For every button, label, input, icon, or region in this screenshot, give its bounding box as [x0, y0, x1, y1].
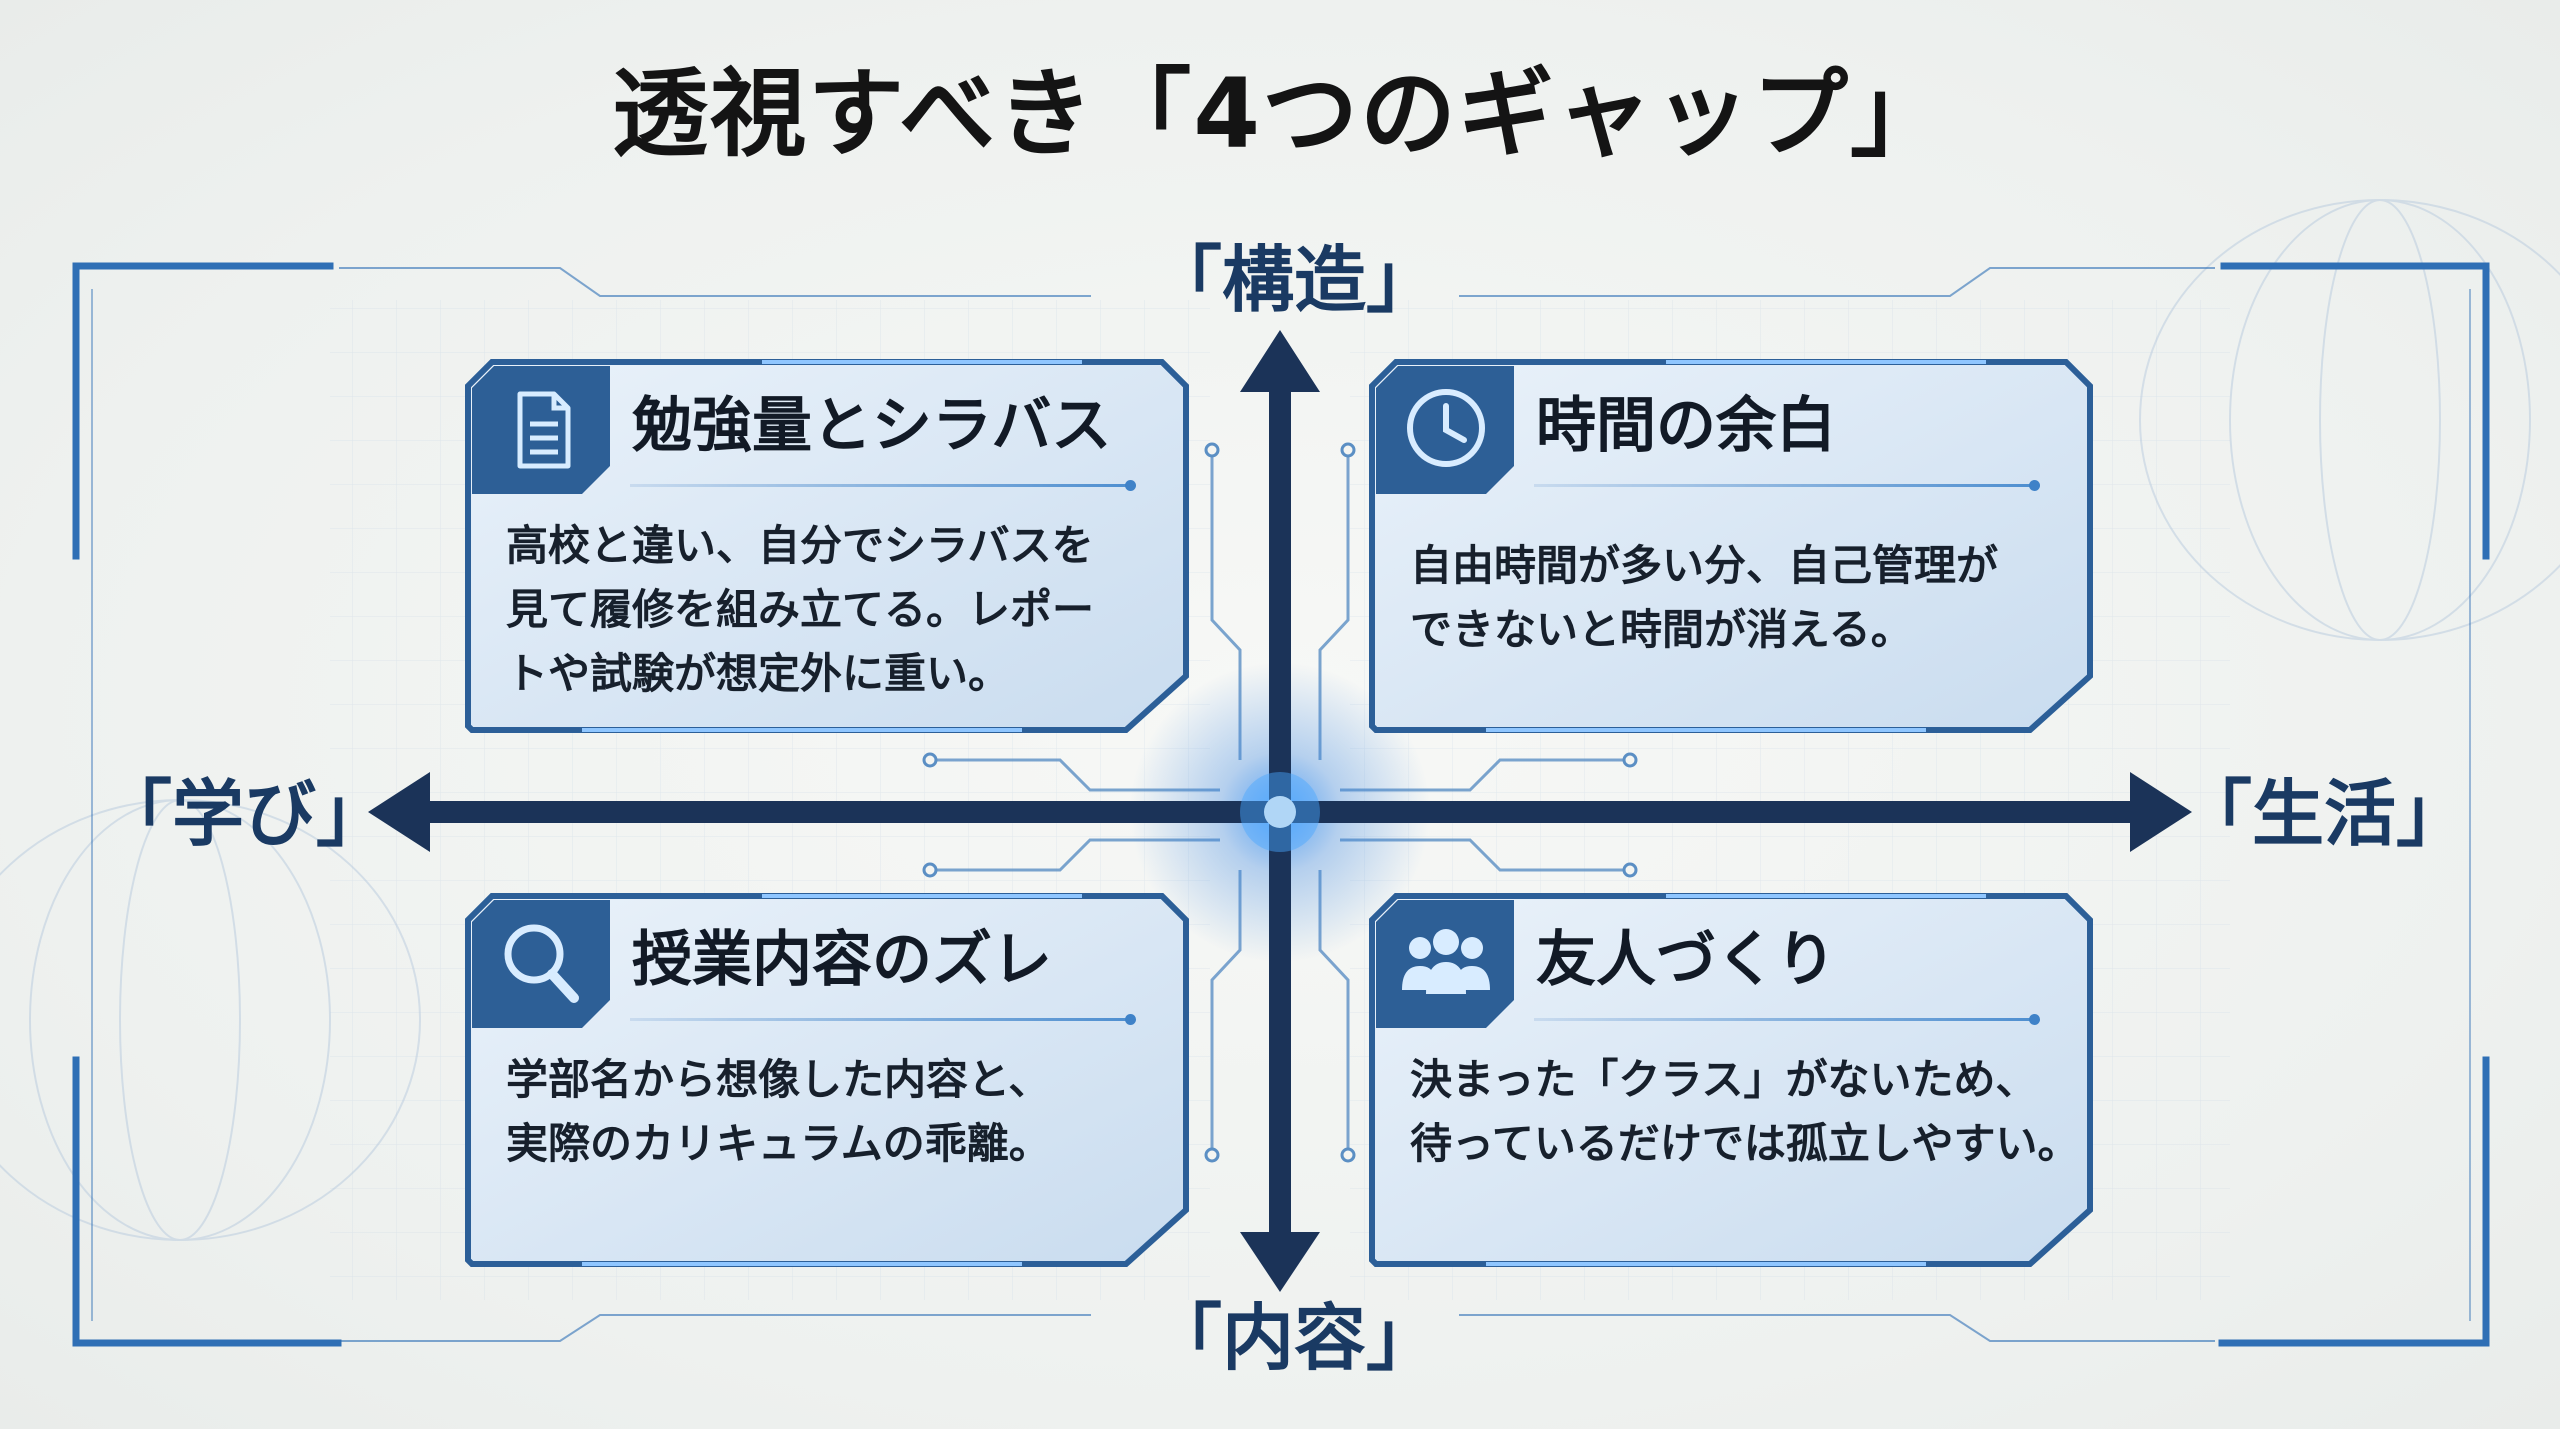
card-body-line: 待っているだけでは孤立しやすい。	[1410, 1119, 2080, 1168]
card-divider	[630, 480, 1136, 491]
card-body-line: 自由時間が多い分、自己管理が	[1410, 541, 1999, 590]
gap-card-study: 勉強量とシラバス 高校と違い、自分でシラバスを 見て履修を組み立てる。レポー ト…	[462, 356, 1192, 736]
axis-label-bottom: 「内容」	[1150, 1296, 1439, 1380]
axis-arrowhead-down	[1240, 1232, 1320, 1292]
card-frame	[465, 359, 1189, 733]
card-body-line: できないと時間が消える。	[1410, 605, 1913, 654]
card-body: 学部名から想像した内容と、 実際のカリキュラムの乖離。	[506, 1048, 1156, 1176]
card-title: 友人づくり	[1536, 925, 1836, 995]
gap-card-content: 授業内容のズレ 学部名から想像した内容と、 実際のカリキュラムの乖離。	[462, 890, 1192, 1270]
clock-icon	[1376, 366, 1514, 494]
card-frame	[1369, 893, 2093, 1267]
card-divider	[630, 1014, 1136, 1025]
card-title: 授業内容のズレ	[632, 925, 1052, 995]
card-body: 高校と違い、自分でシラバスを 見て履修を組み立てる。レポー トや試験が想定外に重…	[506, 514, 1156, 706]
card-divider	[1534, 1014, 2040, 1025]
axis-label-top: 「構造」	[1150, 238, 1439, 322]
axis-label-left: 「学び」	[100, 772, 389, 856]
axis-arrowhead-up	[1240, 330, 1320, 392]
card-divider	[1534, 480, 2040, 491]
card-frame	[1369, 359, 2093, 733]
card-body: 自由時間が多い分、自己管理が できないと時間が消える。	[1410, 534, 2060, 662]
gap-card-time: 時間の余白 自由時間が多い分、自己管理が できないと時間が消える。	[1366, 356, 2096, 736]
magnifier-icon	[472, 900, 610, 1028]
gap-card-friends: 友人づくり 決まった「クラス」がないため、 待っているだけでは孤立しやすい。	[1366, 890, 2096, 1270]
card-body-line: 高校と違い、自分でシラバスを	[506, 521, 1094, 570]
card-body: 決まった「クラス」がないため、 待っているだけでは孤立しやすい。	[1410, 1048, 2080, 1176]
people-group-icon	[1376, 900, 1514, 1028]
card-body-line: 学部名から想像した内容と、	[506, 1055, 1051, 1104]
axis-arrowhead-left	[368, 772, 430, 852]
card-body-line: 実際のカリキュラムの乖離。	[506, 1119, 1051, 1168]
card-title: 勉強量とシラバス	[632, 391, 1112, 461]
card-body-line: 決まった「クラス」がないため、	[1410, 1055, 2038, 1104]
document-icon	[472, 366, 610, 494]
card-body-line: トや試験が想定外に重い。	[506, 649, 1011, 698]
card-body-line: 見て履修を組み立てる。レポー	[506, 585, 1095, 634]
page-title: 透視すべき「4つのギャップ」	[611, 58, 1949, 170]
axis-arrowhead-right	[2130, 772, 2192, 852]
card-frame	[465, 893, 1189, 1267]
axis-label-right: 「生活」	[2180, 772, 2469, 856]
card-title: 時間の余白	[1536, 391, 1836, 461]
